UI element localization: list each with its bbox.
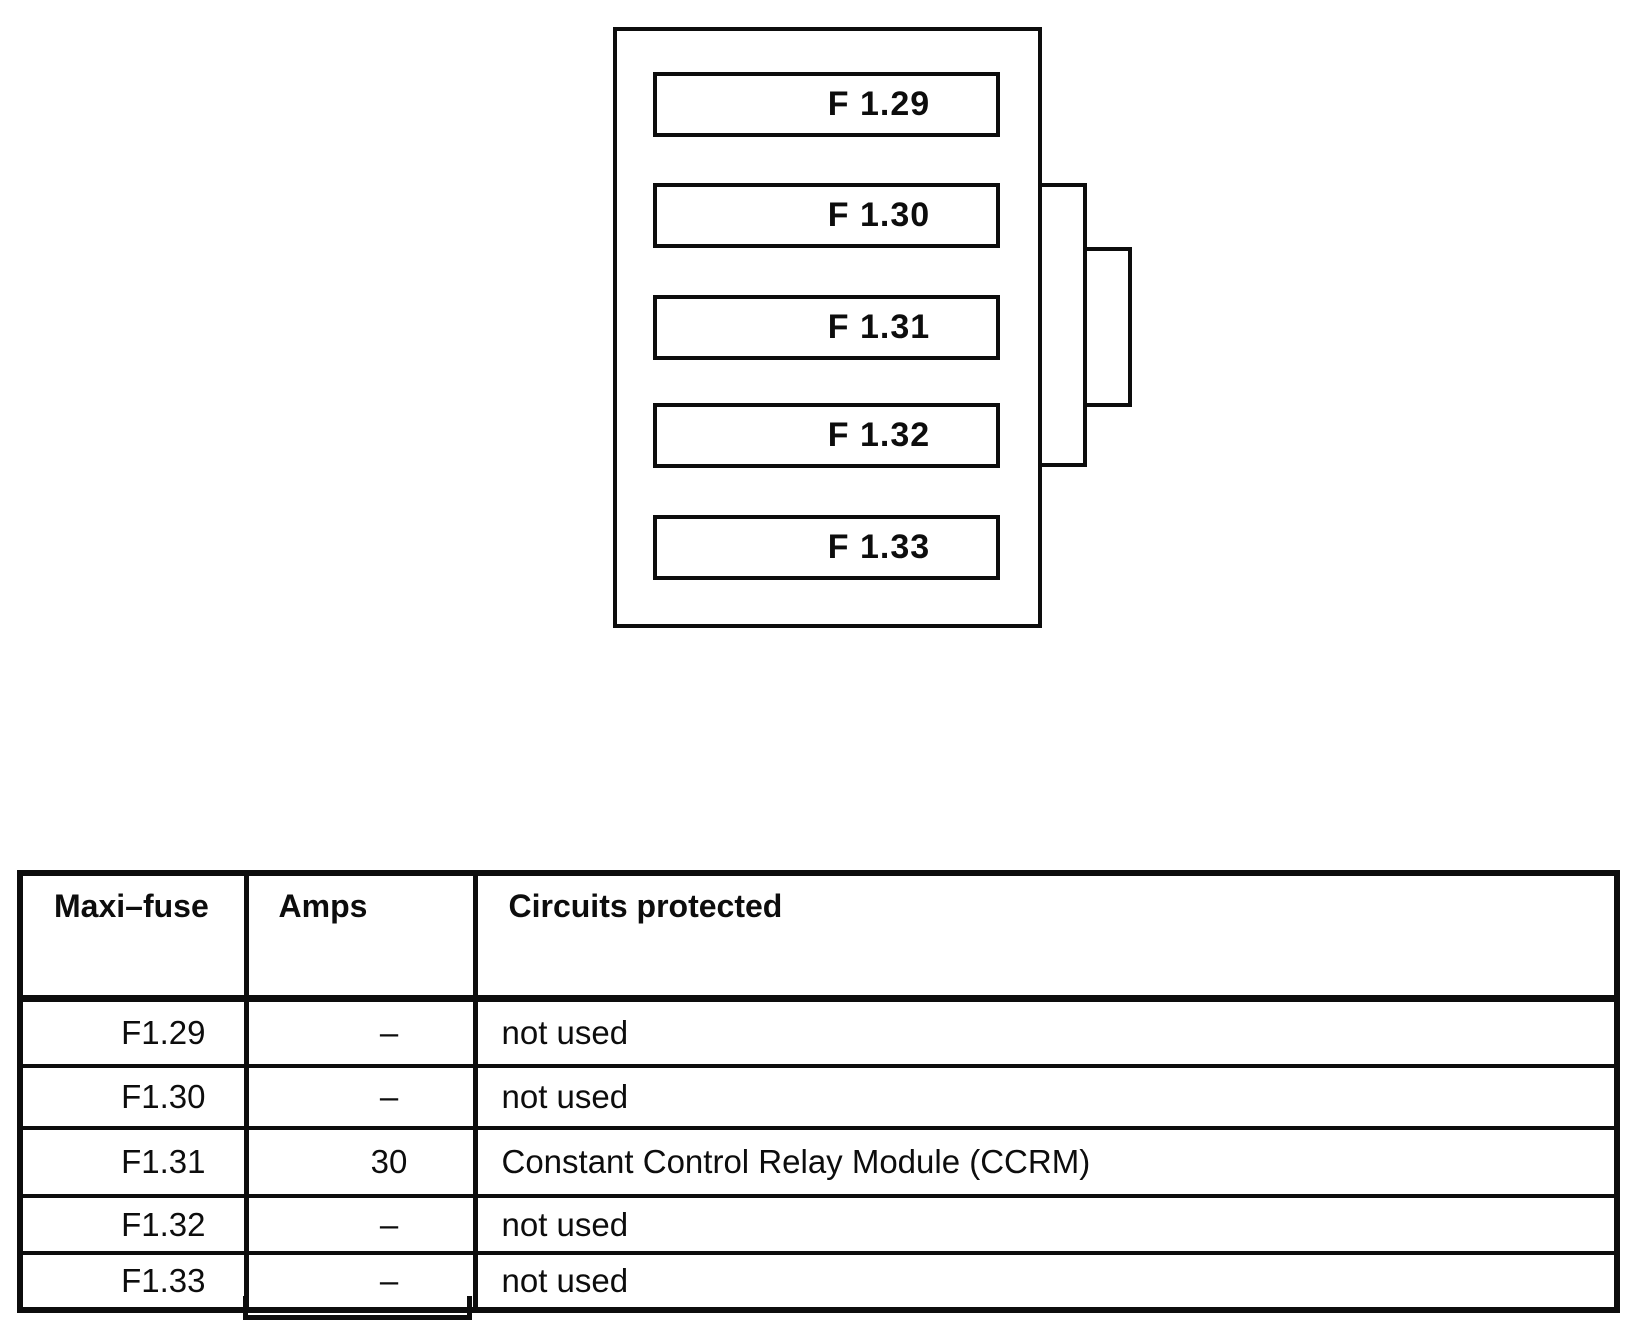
amps-cell: – [244,1194,478,1255]
header-maxi-fuse: Maxi–fuse [18,871,249,1002]
fuse-slot-label: F 1.30 [827,196,931,234]
maxi-fuse-cell: F1.29 [18,996,249,1068]
table-header-row: Maxi–fuse Amps Circuits protected [18,871,1619,1002]
circuits-cell: not used [473,1194,1619,1255]
circuits-cell: not used [473,996,1619,1068]
table-row: F1.32 – not used [18,1194,1619,1255]
fuse-slot-f1-29: F 1.29 [653,72,1000,137]
fuse-slot-label: F 1.29 [827,85,931,123]
fuse-slot-f1-33: F 1.33 [653,515,1000,580]
maxi-fuse-cell: F1.30 [18,1064,249,1130]
maxi-fuse-cell: F1.31 [18,1126,249,1198]
amps-cell: – [244,1251,478,1312]
fuse-assignment-table: Maxi–fuse Amps Circuits protected F1.29 … [17,870,1620,1313]
fuse-slot-f1-30: F 1.30 [653,183,1000,248]
circuits-cell: not used [473,1251,1619,1312]
fuse-slot-label: F 1.33 [827,528,931,566]
amps-cell: – [244,1064,478,1130]
amps-column-bottom-edge [243,1296,472,1320]
table-row: F1.31 30 Constant Control Relay Module (… [18,1126,1619,1198]
maxi-fuse-cell: F1.32 [18,1194,249,1255]
table-row: F1.30 – not used [18,1064,1619,1130]
header-amps: Amps [244,871,478,1002]
header-circuits-protected: Circuits protected [473,871,1619,1002]
connector-tab-outer [1038,183,1087,467]
connector-tab-inner [1083,247,1132,407]
fuse-slot-f1-31: F 1.31 [653,295,1000,360]
fuse-slot-label: F 1.32 [827,416,931,454]
table-row: F1.33 – not used [18,1251,1619,1312]
amps-cell: – [244,996,478,1068]
fuse-slot-f1-32: F 1.32 [653,403,1000,468]
maxi-fuse-cell: F1.33 [18,1251,249,1312]
amps-cell: 30 [244,1126,478,1198]
circuits-cell: Constant Control Relay Module (CCRM) [473,1126,1619,1198]
fuse-box-diagram: F 1.29 F 1.30 F 1.31 F 1.32 F 1.33 [0,0,1640,660]
fuse-slot-label: F 1.31 [827,308,931,346]
circuits-cell: not used [473,1064,1619,1130]
table-row: F1.29 – not used [18,996,1619,1068]
